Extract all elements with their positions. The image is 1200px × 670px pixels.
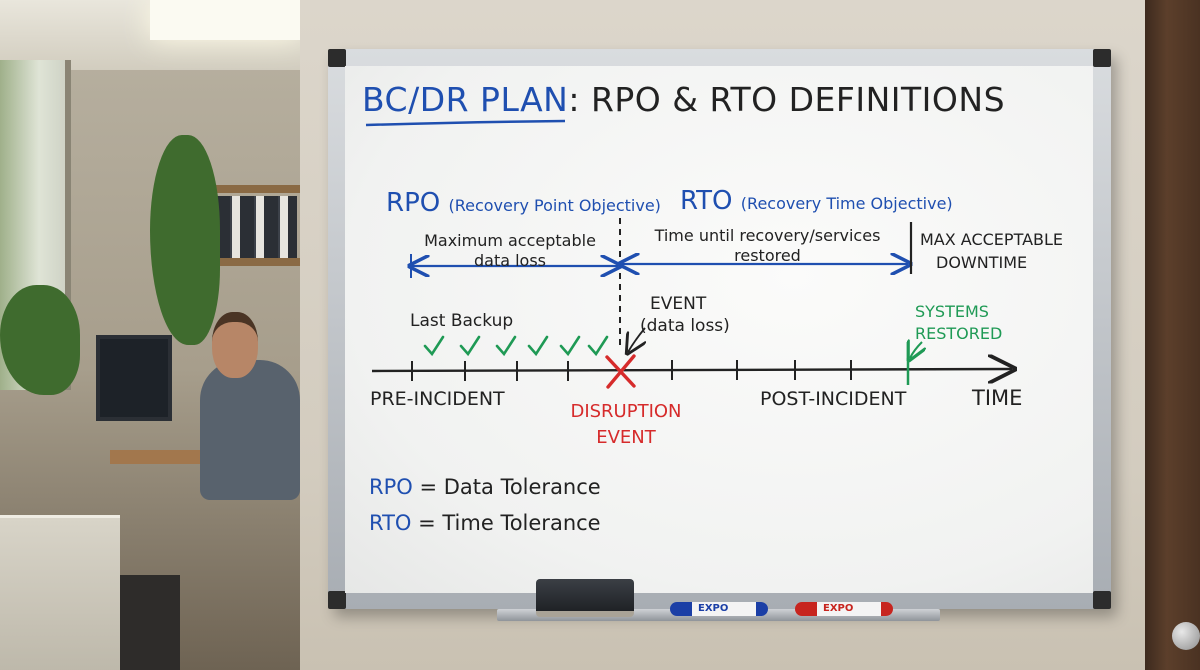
event-line2: (data loss) bbox=[640, 316, 730, 336]
ceiling-light bbox=[150, 0, 300, 40]
blue-marker[interactable]: EXPO bbox=[670, 602, 768, 616]
shelf-upper bbox=[188, 185, 300, 193]
max-downtime-line1: MAX ACCEPTABLE bbox=[920, 230, 1064, 249]
filing-cabinet bbox=[0, 515, 120, 670]
person-head bbox=[212, 312, 258, 378]
plant-tall bbox=[150, 135, 220, 345]
frame-corner bbox=[1093, 591, 1111, 609]
door-frame bbox=[1145, 0, 1200, 670]
event-label: EVENT (data loss) bbox=[640, 293, 730, 337]
last-backup-label: Last Backup bbox=[410, 311, 514, 331]
rpo-heading: RPO (Recovery Point Objective) bbox=[386, 190, 661, 216]
rto-heading: RTO (Recovery Time Objective) bbox=[680, 188, 953, 214]
rpo-acronym: RPO bbox=[386, 188, 441, 218]
red-marker[interactable]: EXPO bbox=[795, 602, 893, 616]
door-handle-icon bbox=[1172, 622, 1200, 650]
rto-summary: RTO = Time Tolerance bbox=[369, 513, 601, 534]
frame-corner bbox=[328, 591, 346, 609]
pre-incident-label: PRE-INCIDENT bbox=[370, 388, 505, 410]
whiteboard-surface bbox=[345, 66, 1093, 593]
person-body bbox=[200, 360, 300, 500]
plant-potted bbox=[0, 285, 80, 395]
computer-monitor bbox=[96, 335, 172, 421]
frame-corner bbox=[328, 49, 346, 67]
systems-restored-label: SYSTEMS RESTORED bbox=[915, 301, 1002, 345]
rto-acronym: RTO bbox=[680, 186, 733, 216]
max-downtime-line2: DOWNTIME bbox=[936, 253, 1028, 272]
post-incident-label: POST-INCIDENT bbox=[760, 388, 907, 410]
systems-restored-line1: SYSTEMS bbox=[915, 302, 989, 321]
disruption-event-label: DISRUPTION EVENT bbox=[570, 401, 682, 448]
event-line1: EVENT bbox=[650, 294, 707, 314]
rto-full-name: (Recovery Time Objective) bbox=[740, 194, 953, 213]
title-bcdr-plan: BC/DR PLAN bbox=[362, 80, 569, 119]
board-title: BC/DR PLAN: RPO & RTO DEFINITIONS bbox=[362, 83, 1005, 116]
rto-description: Time until recovery/services restored bbox=[654, 226, 881, 265]
rto-summary-value: = Time Tolerance bbox=[418, 511, 601, 535]
whiteboard-eraser[interactable] bbox=[536, 579, 634, 617]
rpo-description: Maximum acceptable data loss bbox=[424, 231, 596, 270]
shelf-lower bbox=[188, 258, 300, 266]
max-acceptable-downtime: MAX ACCEPTABLE DOWNTIME bbox=[920, 228, 1063, 274]
trash-bin bbox=[120, 575, 180, 670]
rpo-summary-key: RPO bbox=[369, 475, 413, 499]
systems-restored-line2: RESTORED bbox=[915, 324, 1003, 343]
frame-corner bbox=[1093, 49, 1111, 67]
blue-marker-brand: EXPO bbox=[698, 603, 729, 614]
rpo-full-name: (Recovery Point Objective) bbox=[448, 196, 661, 215]
time-axis-label: TIME bbox=[972, 386, 1023, 410]
red-marker-brand: EXPO bbox=[823, 603, 854, 614]
rpo-summary: RPO = Data Tolerance bbox=[369, 477, 601, 498]
title-rpo-rto-definitions: : RPO & RTO DEFINITIONS bbox=[568, 80, 1006, 119]
rpo-summary-value: = Data Tolerance bbox=[419, 475, 601, 499]
background-office bbox=[0, 0, 300, 670]
rto-summary-key: RTO bbox=[369, 511, 412, 535]
